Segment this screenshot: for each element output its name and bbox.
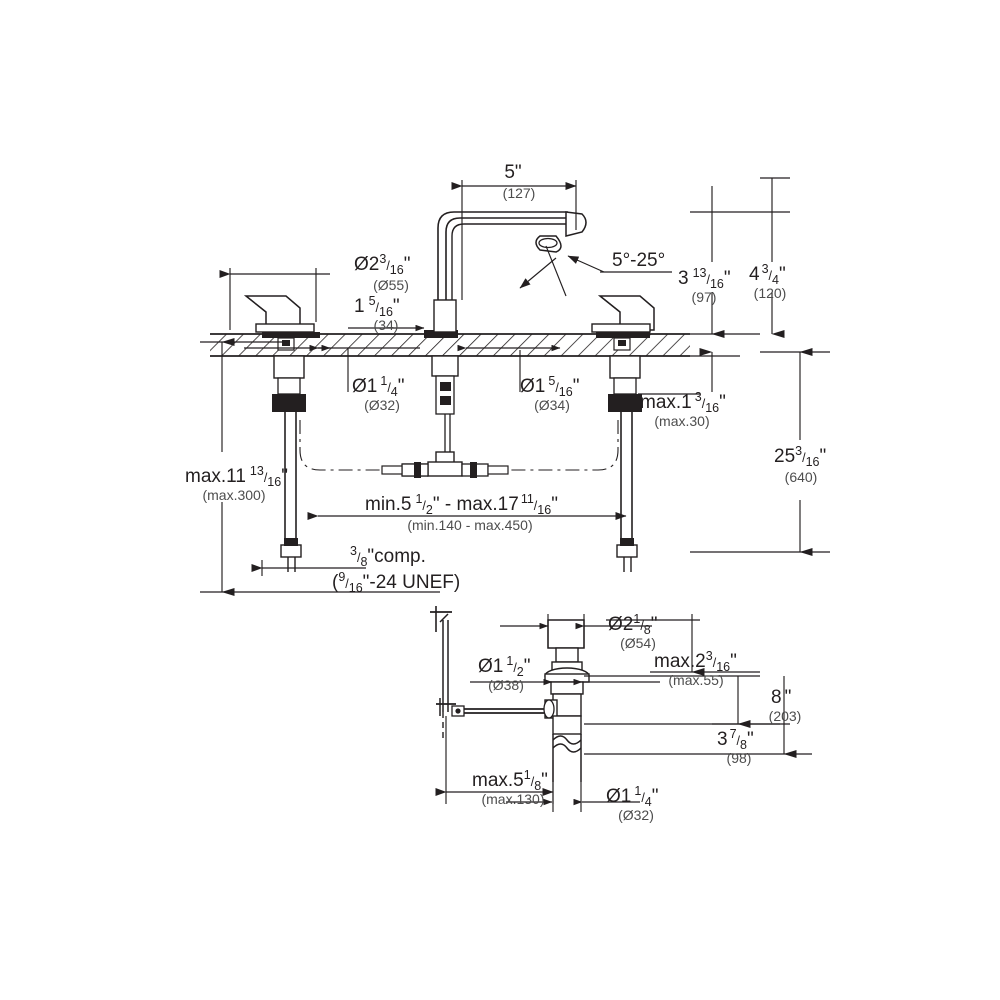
dim-drain-body-dia-metric: (Ø38) bbox=[488, 677, 524, 693]
dim-handle-hole-dia-metric: (Ø32) bbox=[364, 397, 400, 413]
left-handle-assembly bbox=[243, 295, 402, 572]
dim-total-supply-height-metric: (640) bbox=[785, 469, 818, 485]
dim-drain-total-height-value: 8" bbox=[771, 687, 791, 708]
dim-drain-tail-height-metric: (98) bbox=[727, 750, 752, 766]
dim-max-drain-deck-metric: (max.55) bbox=[668, 672, 723, 688]
dim-escutcheon-dia-value: Ø23/16" bbox=[354, 252, 410, 277]
right-handle-assembly bbox=[508, 295, 655, 572]
dim-handle-height-metric: (34) bbox=[374, 317, 399, 333]
dim-escutcheon-dia-metric: (Ø55) bbox=[373, 277, 409, 293]
dim-max-lift-rod-offset-metric: (max.130) bbox=[481, 791, 544, 807]
dim-supply-connection-value: 3/8"comp. bbox=[350, 544, 426, 569]
dim-spout-reach-value: 5" bbox=[504, 162, 521, 183]
dim-total-supply-height-value: 253/16" bbox=[774, 444, 826, 469]
dim-spout-height-metric: (97) bbox=[692, 289, 717, 305]
dim-max-lift-rod-offset-value: max.51/8" bbox=[472, 768, 548, 793]
dimension-lines-upper bbox=[200, 177, 830, 596]
dim-supply-connection-sub: (9/16"-24 UNEF) bbox=[332, 570, 460, 595]
dim-drain-flange-dia-value: Ø21/8" bbox=[608, 612, 658, 637]
mixer-valve-tee bbox=[381, 451, 509, 478]
dim-max-deck-thickness-metric: (max.30) bbox=[654, 413, 709, 429]
spout-body bbox=[431, 211, 587, 452]
dim-spray-angle-value: 5°-25° bbox=[612, 250, 665, 271]
dim-spout-hole-dia-metric: (Ø34) bbox=[534, 397, 570, 413]
dim-drain-outlet-dia-metric: (Ø32) bbox=[618, 807, 654, 823]
dim-spout-reach-metric: (127) bbox=[503, 185, 536, 201]
dim-max-supply-drop-metric: (max.300) bbox=[202, 487, 265, 503]
pop-up-drain-assembly bbox=[430, 606, 590, 782]
dim-handle-spread-metric: (min.140 - max.450) bbox=[407, 517, 532, 533]
dimension-lines-lower bbox=[435, 614, 812, 812]
dim-drain-flange-dia-metric: (Ø54) bbox=[620, 635, 656, 651]
dim-drain-total-height-metric: (203) bbox=[769, 708, 802, 724]
dim-max-drain-deck-value: max.23/16" bbox=[654, 649, 737, 674]
dim-overall-height-metric: (120) bbox=[754, 285, 787, 301]
